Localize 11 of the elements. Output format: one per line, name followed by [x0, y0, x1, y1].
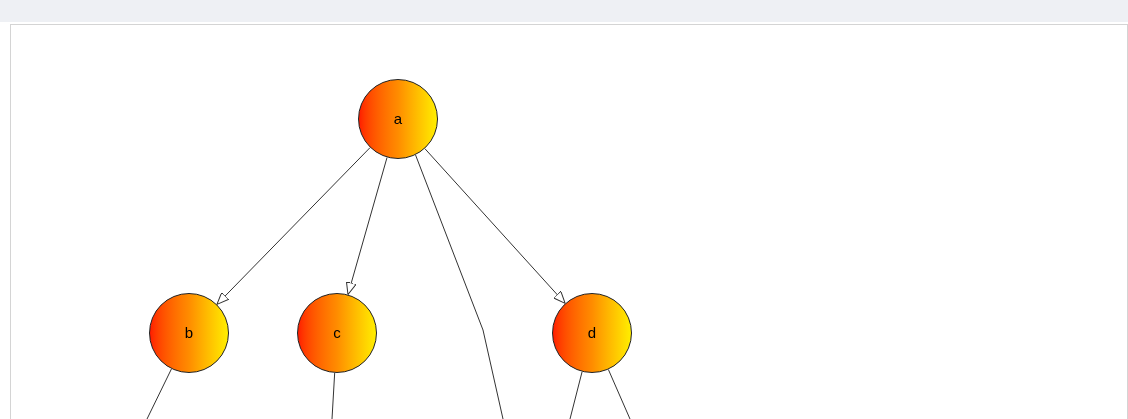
node-label: d [587, 322, 597, 343]
connector-line [424, 148, 566, 304]
connector-line [146, 368, 172, 419]
connector-line [216, 147, 371, 305]
node-label: a [393, 108, 403, 129]
connector-line [607, 369, 631, 419]
node-label: b [184, 322, 194, 343]
connector-line [331, 372, 336, 419]
connector-line [415, 154, 504, 419]
connector-line [569, 371, 583, 419]
node-label: c [333, 322, 341, 343]
